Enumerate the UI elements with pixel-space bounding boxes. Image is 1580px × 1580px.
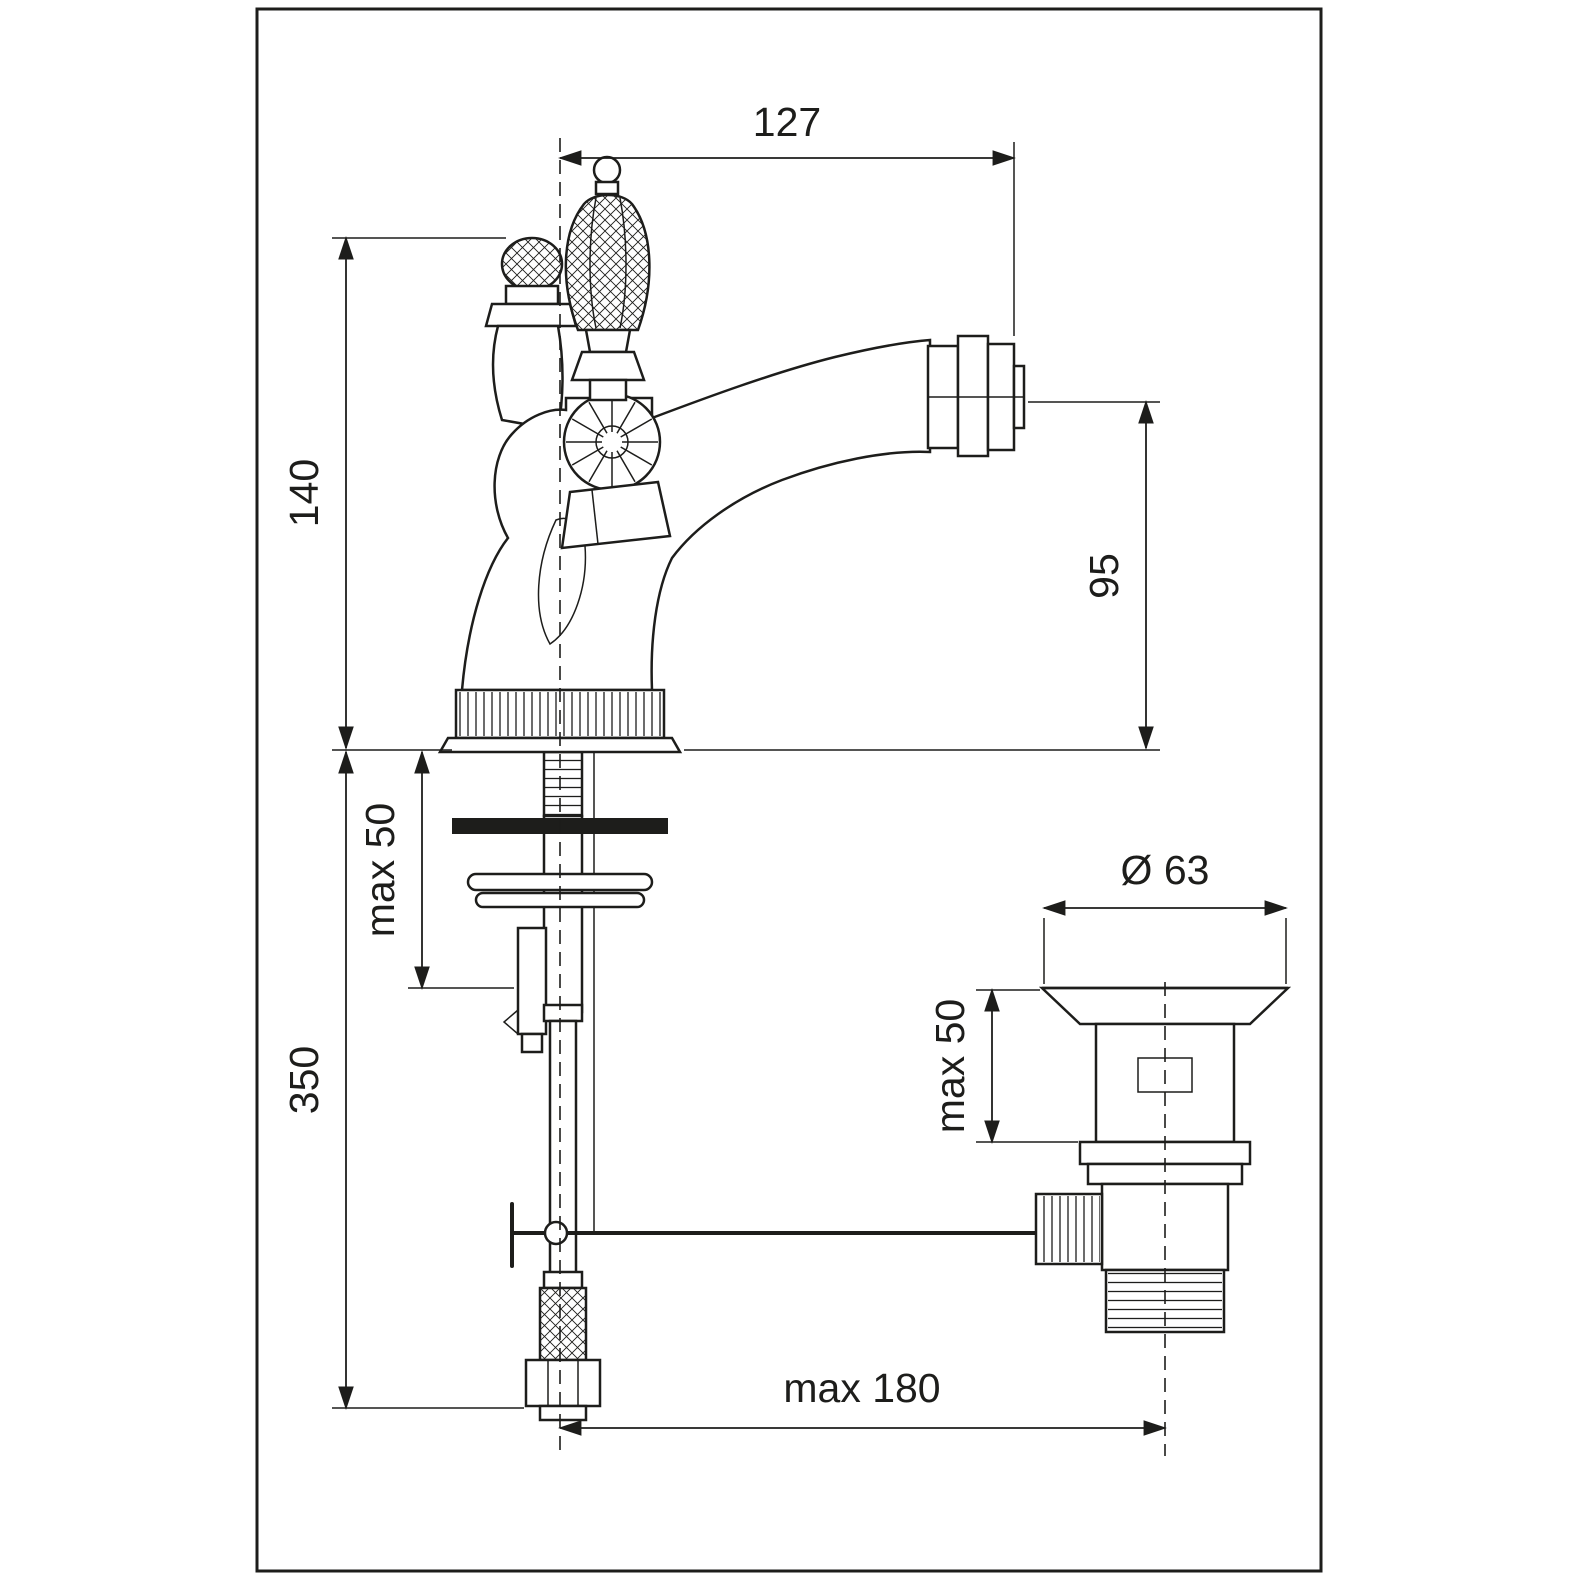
dimension-outlet-height: 95 bbox=[684, 400, 1160, 751]
handle-finial-ball bbox=[592, 155, 622, 185]
dimension-label-outlet-height: 95 bbox=[1081, 553, 1127, 599]
supply-tube-collar bbox=[542, 1003, 584, 1023]
dimension-label-deck-thickness: max 50 bbox=[357, 803, 403, 937]
dimension-deck-thickness: max 50 bbox=[357, 750, 514, 990]
secondary-handle bbox=[484, 236, 578, 432]
dimension-label-waste-deck-thickness: max 50 bbox=[927, 999, 973, 1133]
fixing-stud bbox=[516, 926, 548, 1036]
spout-aerator bbox=[926, 334, 1026, 458]
dimension-hose-length: 350 bbox=[281, 750, 524, 1410]
dimension-waste-deck-thickness: max 50 bbox=[927, 988, 1078, 1144]
shank-lower bbox=[542, 814, 584, 1014]
pop-up-ball-joint bbox=[543, 1220, 569, 1246]
fixing-clip bbox=[502, 1009, 519, 1035]
hose-nut-tip bbox=[538, 1404, 588, 1422]
supply-tube bbox=[548, 1019, 578, 1288]
dimension-label-hose-length: 350 bbox=[281, 1046, 327, 1114]
dimension-label-waste-offset: max 180 bbox=[783, 1365, 940, 1411]
crystal-handle bbox=[564, 155, 651, 402]
dimension-label-spout-reach: 127 bbox=[753, 99, 821, 145]
drawing-frame-border bbox=[255, 7, 1323, 1573]
hose-hex-nut bbox=[524, 1358, 602, 1408]
dimension-label-body-height: 140 bbox=[281, 459, 327, 527]
dimension-body-height: 140 bbox=[281, 236, 506, 751]
handle-boss bbox=[560, 480, 672, 550]
dimension-label-waste-diameter: Ø 63 bbox=[1121, 847, 1210, 893]
dimension-waste-diameter: Ø 63 bbox=[1042, 847, 1288, 984]
hose-collar bbox=[542, 1270, 584, 1290]
knurled-rosette bbox=[562, 392, 662, 492]
bidet-mixer bbox=[437, 155, 1026, 754]
dimension-spout-reach: 127 bbox=[558, 99, 1016, 336]
dimension-waste-offset: max 180 bbox=[558, 1365, 1167, 1436]
